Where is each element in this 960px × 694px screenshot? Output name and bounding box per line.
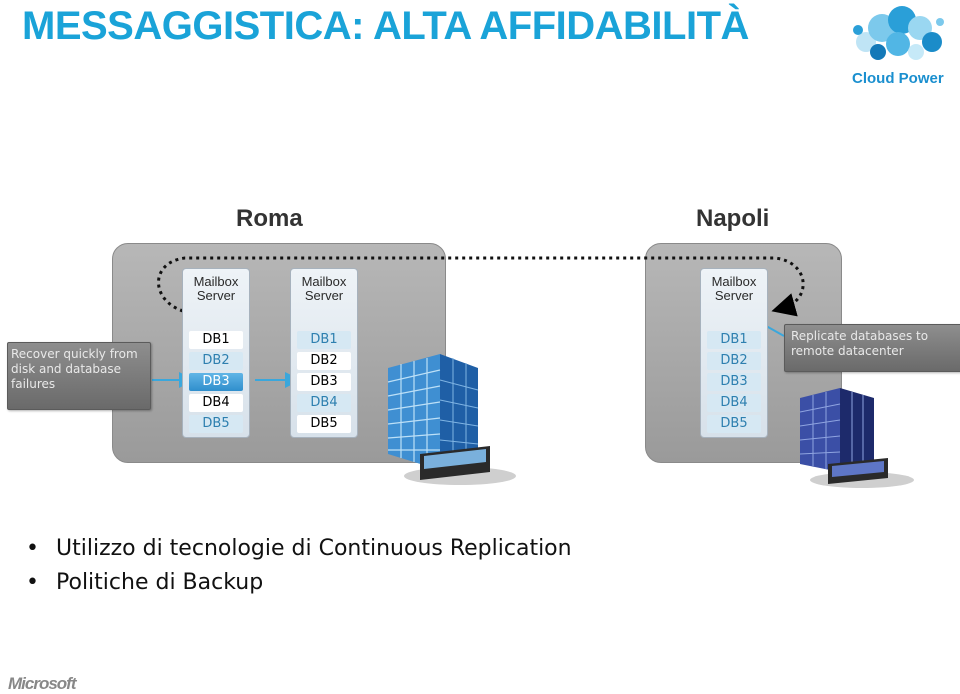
- bullet-text: Utilizzo di tecnologie di Continuous Rep…: [56, 536, 572, 561]
- bullet-icon: •: [26, 570, 39, 595]
- db-item: DB4: [707, 394, 761, 412]
- site-label-napoli: Napoli: [696, 205, 770, 232]
- db-item-selected: DB3: [189, 373, 243, 391]
- callout-replicate: Replicate databases to remote datacenter: [784, 324, 960, 372]
- mailbox-server-label: Mailbox Server: [711, 274, 757, 303]
- db-item: DB2: [297, 352, 351, 370]
- cloud-power-logo-icon: [853, 6, 944, 60]
- db-item: DB4: [297, 394, 351, 412]
- db-item: DB4: [189, 394, 243, 412]
- mailbox-server-label: Mailbox Server: [193, 274, 239, 303]
- callout-recover: Recover quickly from disk and database f…: [7, 342, 151, 410]
- bullet-icon: •: [26, 536, 39, 561]
- mailbox-server-label: Mailbox Server: [301, 274, 347, 303]
- mailbox-server-roma-1: Mailbox Server DB1 DB2 DB3 DB4 DB5: [182, 268, 250, 438]
- db-item: DB1: [189, 331, 243, 349]
- bullet-item: • Utilizzo di tecnologie di Continuous Re…: [26, 536, 572, 561]
- bullet-item: • Politiche di Backup: [26, 570, 263, 595]
- mailbox-server-napoli: Mailbox Server DB1 DB2 DB3 DB4 DB5: [700, 268, 768, 438]
- db-item: DB5: [707, 415, 761, 433]
- cloud-power-logo-text: Cloud Power: [852, 70, 944, 87]
- db-item: DB1: [707, 331, 761, 349]
- db-item: DB1: [297, 331, 351, 349]
- db-item: DB2: [189, 352, 243, 370]
- microsoft-logo: Microsoft: [8, 674, 76, 693]
- db-item: DB5: [189, 415, 243, 433]
- bullet-text: Politiche di Backup: [56, 570, 264, 595]
- building-icon-napoli: [799, 388, 914, 488]
- db-item: DB2: [707, 352, 761, 370]
- building-icon-roma: [387, 354, 516, 485]
- slide-title: MESSAGGISTICA: ALTA AFFIDABILITÀ: [22, 4, 749, 48]
- site-label-roma: Roma: [236, 205, 303, 232]
- db-item: DB3: [297, 373, 351, 391]
- db-item: DB5: [297, 415, 351, 433]
- db-item: DB3: [707, 373, 761, 391]
- mailbox-server-roma-2: Mailbox Server DB1 DB2 DB3 DB4 DB5: [290, 268, 358, 438]
